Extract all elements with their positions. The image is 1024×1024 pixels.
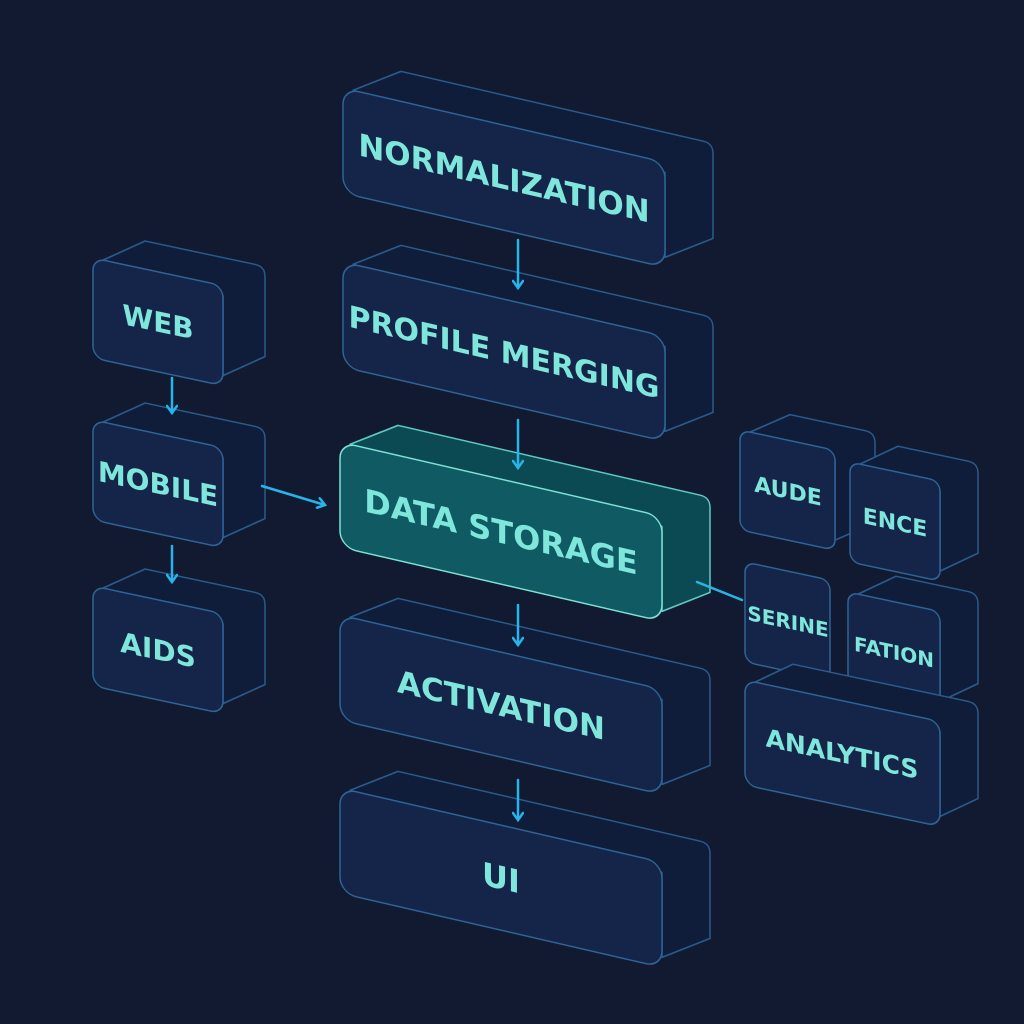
serine-block: SERINE (744, 563, 831, 679)
block-depth-face (754, 663, 979, 818)
ui-block: UI (339, 770, 711, 965)
analytics-block: ANALYTICS (744, 663, 979, 825)
connector-storage-to-outputs (695, 580, 744, 602)
data-storage-block: DATA STORAGE (339, 424, 711, 619)
block-depth-face (859, 445, 979, 572)
profile-merging-block: PROFILE MERGING (342, 244, 714, 439)
activation-block: ACTIVATION (339, 597, 711, 792)
ence-block: ENCE (849, 445, 979, 580)
block-depth-face (102, 402, 266, 539)
block-depth-face (857, 575, 979, 703)
aude-block: AUDE (739, 413, 876, 550)
fation-block: FATION (847, 575, 979, 711)
block-depth-face (102, 240, 266, 377)
web-block: WEB (92, 240, 266, 385)
mobile-block: MOBILE (92, 402, 266, 547)
block-depth-face (102, 568, 266, 705)
normalization-block: NORMALIZATION (342, 70, 714, 265)
aids-block: AIDS (92, 568, 266, 713)
ui-label: UI (482, 855, 520, 901)
arrow-mobile-to-storage (260, 484, 325, 505)
